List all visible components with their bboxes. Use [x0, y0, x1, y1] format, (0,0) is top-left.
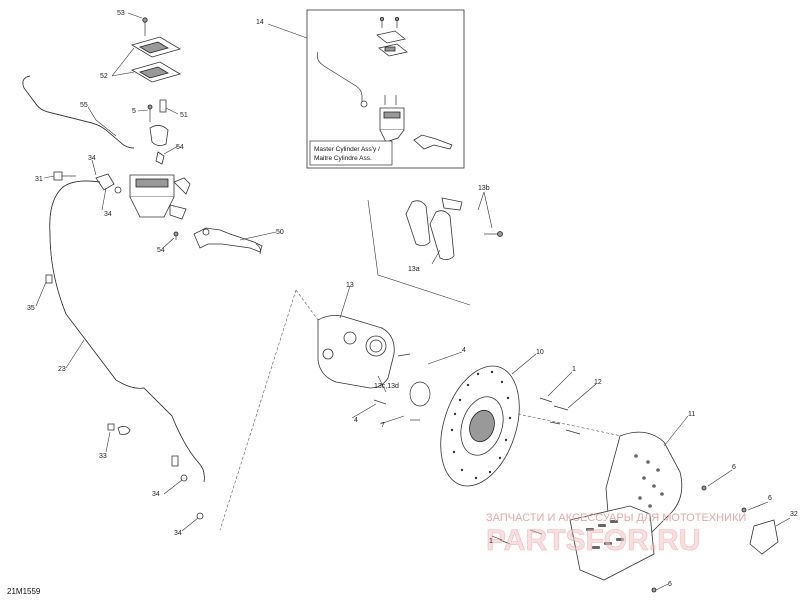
label-33: 33	[99, 453, 107, 460]
label-14: 14	[256, 19, 264, 26]
watermark-logo: PARTSFOR.RU	[486, 524, 700, 557]
label-7: 7	[381, 422, 385, 429]
label-35: 35	[27, 305, 35, 312]
label-13b: 13b	[478, 185, 490, 192]
label-4-lower: 4	[354, 417, 358, 424]
label-53: 53	[117, 10, 125, 17]
label-10: 10	[536, 349, 544, 356]
leader-lines	[35, 12, 791, 591]
label-51: 51	[180, 112, 188, 119]
label-5: 5	[132, 108, 136, 115]
label-32: 32	[790, 511, 798, 518]
label-11: 11	[688, 411, 695, 418]
label-23: 23	[58, 366, 66, 373]
callout-numbers: 53 52 5 51 54 55 34 31 34 54 50 35 23 33…	[27, 10, 798, 588]
caliper-group	[219, 197, 503, 531]
master-cylinder-group	[53, 17, 263, 255]
label-54-top: 54	[176, 144, 184, 151]
label-13c-13d: 13c,13d	[374, 383, 399, 390]
label-55: 55	[80, 102, 88, 109]
watermark: ЗАПЧАСТИ И АКСЕССУАРЫ ДЛЯ МОТОТЕХНИКИ PA…	[486, 512, 747, 557]
label-34-mid: 34	[104, 211, 112, 218]
label-6-far-right: 6	[768, 495, 772, 502]
label-13: 13	[346, 282, 354, 289]
label-1-lower: 1	[489, 538, 493, 545]
label-31: 31	[35, 176, 43, 183]
label-34-lower: 34	[152, 491, 160, 498]
brake-disc	[440, 365, 641, 487]
inset-label-line2: Maitre Cylindre Ass.	[314, 155, 372, 162]
label-6-right: 6	[732, 464, 736, 471]
label-54-bottom: 54	[157, 247, 165, 254]
label-13a: 13a	[408, 266, 420, 273]
label-12: 12	[594, 379, 602, 386]
label-6-bottom: 6	[668, 581, 672, 588]
label-50: 50	[276, 229, 284, 236]
brake-lines	[22, 75, 205, 520]
inset-label-line1: Master Cylinder Ass'y /	[314, 146, 380, 153]
watermark-tagline: ЗАПЧАСТИ И АКСЕССУАРЫ ДЛЯ МОТОТЕХНИКИ	[486, 512, 746, 524]
label-34-bottom: 34	[174, 530, 182, 537]
label-34-upper: 34	[88, 155, 96, 162]
inset-label-box	[309, 140, 393, 166]
label-4-upper: 4	[462, 347, 466, 354]
label-52: 52	[100, 73, 108, 80]
disc-guard	[499, 431, 779, 593]
diagram-code: 21M1559	[7, 587, 41, 596]
master-cylinder-inset: Master Cylinder Ass'y / Maitre Cylindre …	[256, 9, 465, 169]
label-1-upper: 1	[572, 366, 576, 373]
